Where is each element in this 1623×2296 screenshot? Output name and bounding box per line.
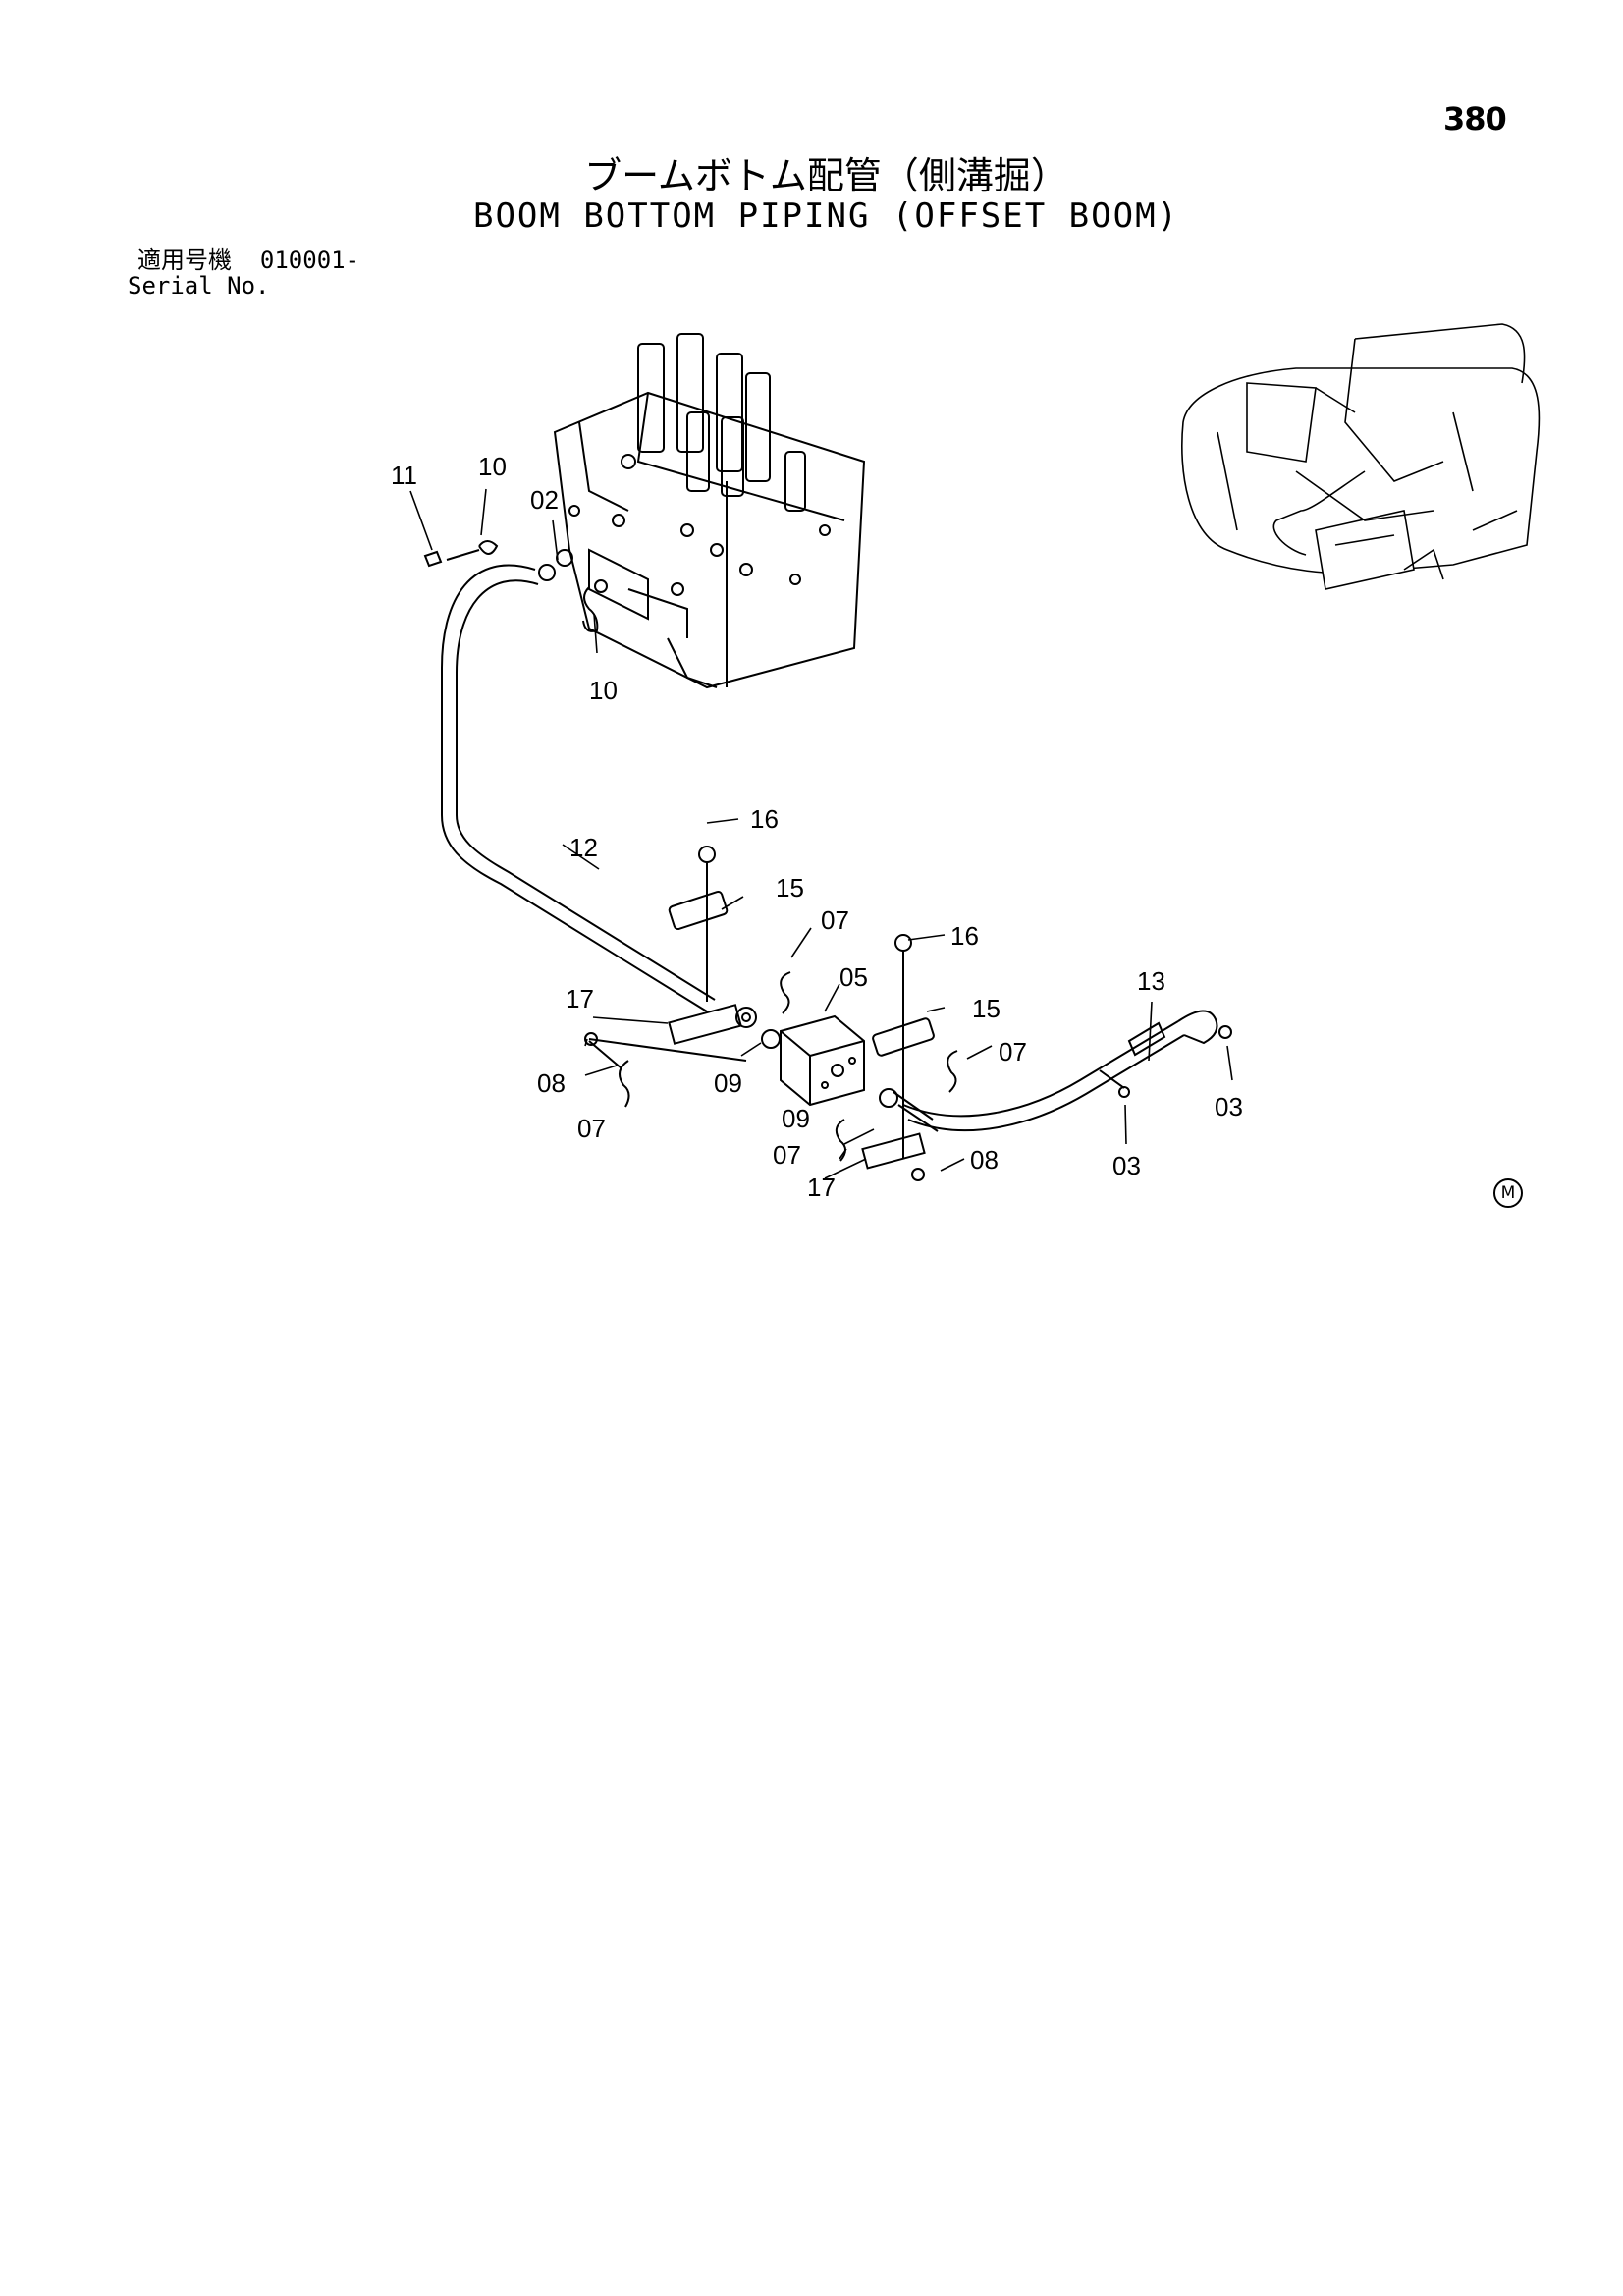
callout-07-upper-left: 07 (821, 905, 849, 935)
callout-15-right: 15 (972, 994, 1001, 1023)
serial-row: 適用号機 010001- (137, 247, 359, 273)
leader-lines (409, 488, 1233, 1179)
callout-13: 13 (1137, 966, 1165, 996)
callout-07-upper-right: 07 (999, 1037, 1027, 1066)
title-japanese: ブームボトム配管（側溝掘） (584, 154, 1068, 197)
corner-m-mark: M (1493, 1178, 1523, 1208)
callout-16-right: 16 (950, 921, 979, 951)
serial-label-en: Serial No. (128, 272, 270, 300)
block-05 (780, 1014, 865, 1107)
serial-value: 010001- (259, 246, 360, 274)
right-joint-parts (835, 934, 958, 1181)
callout-10-bottom: 10 (589, 676, 618, 705)
callout-labels: 11 10 02 10 16 12 15 07 05 17 08 07 09 1… (391, 452, 1243, 1202)
excavator-location-inset (1181, 323, 1541, 590)
control-valve-assembly (553, 333, 866, 689)
serial-block: 適用号機 010001- Serial No. (128, 247, 359, 299)
callout-17-right: 17 (807, 1173, 836, 1202)
callout-09-right: 09 (782, 1104, 810, 1133)
callout-03-lower: 03 (1112, 1151, 1141, 1180)
callout-16-left: 16 (750, 804, 779, 834)
callout-09-left: 09 (714, 1068, 742, 1098)
callout-05: 05 (839, 962, 868, 992)
callout-11: 11 (391, 461, 417, 490)
serial-label-jp: 適用号機 (137, 246, 232, 274)
callout-17-left: 17 (566, 984, 594, 1013)
pipe-13 (902, 1010, 1232, 1132)
title-english: BOOM BOTTOM PIPING (OFFSET BOOM) (472, 196, 1180, 236)
callout-12: 12 (569, 833, 598, 862)
left-joint-parts (584, 846, 791, 1108)
callout-08-right: 08 (970, 1145, 999, 1175)
pipe-12 (441, 564, 716, 1012)
callout-07-lower-left: 07 (577, 1114, 606, 1143)
callout-03-right: 03 (1215, 1092, 1243, 1121)
callout-08-left: 08 (537, 1068, 566, 1098)
callout-15-left: 15 (776, 873, 804, 902)
callout-10-top: 10 (478, 452, 507, 481)
callout-02: 02 (530, 485, 559, 515)
page-number: 380 (1443, 100, 1507, 137)
callout-07-lower-right: 07 (773, 1140, 801, 1170)
